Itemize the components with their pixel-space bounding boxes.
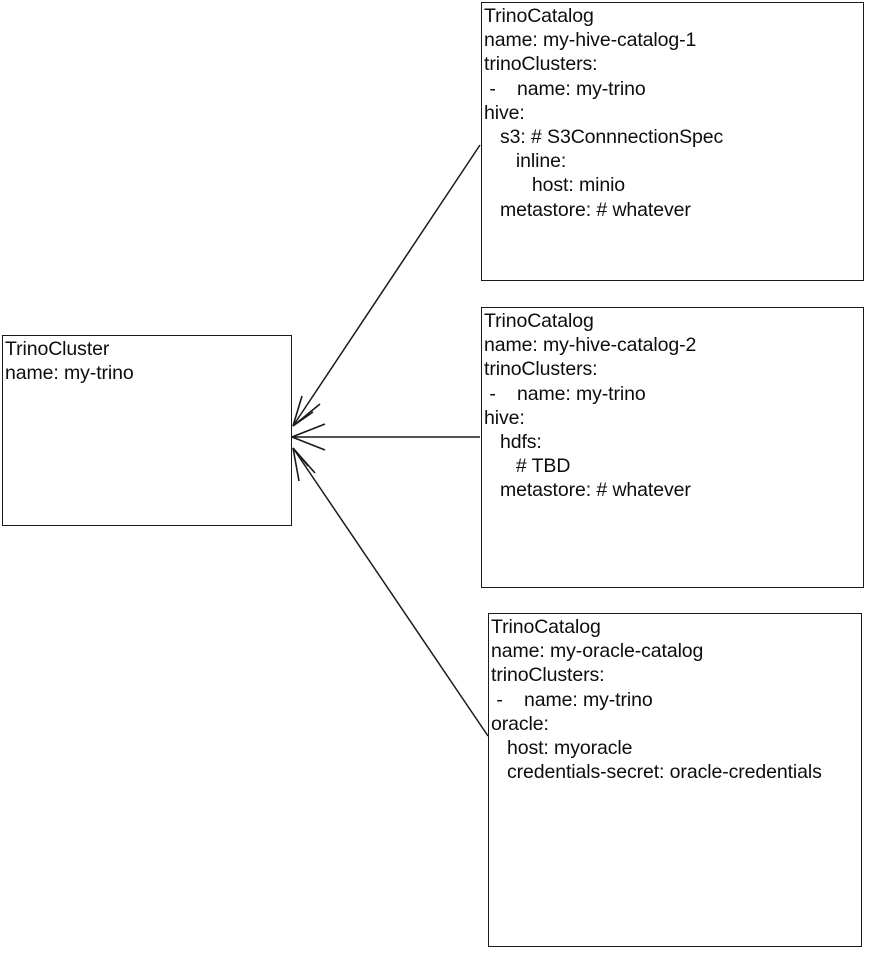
text-line-7: host: minio <box>484 174 626 197</box>
text-line-1: name: my-hive-catalog-1 <box>484 29 697 52</box>
text-line-1: name: my-hive-catalog-2 <box>484 334 697 357</box>
text-line-2: trinoClusters: <box>491 664 605 687</box>
text-line-2: trinoClusters: <box>484 358 598 381</box>
edge-catalog-hive-2-to-cluster <box>291 423 480 451</box>
text-line-0: TrinoCatalog <box>491 616 601 638</box>
text-line-6: credentials-secret: oracle-credentials <box>491 761 822 784</box>
text-line-1: name: my-trino <box>5 362 134 385</box>
text-line-4: hive: <box>484 406 525 429</box>
text-line-2: trinoClusters: <box>484 53 598 76</box>
text-line-3: - name: my-trino <box>484 382 646 405</box>
edge-catalog-hive-1-to-cluster <box>292 144 481 427</box>
text-line-0: TrinoCatalog <box>484 310 594 332</box>
text-line-5: host: myoracle <box>491 737 633 760</box>
text-line-3: - name: my-trino <box>491 688 653 711</box>
text-line-4: hive: <box>484 101 525 124</box>
edge-catalog-oracle-to-cluster <box>292 447 489 737</box>
text-line-5: s3: # S3ConnnectionSpec <box>484 126 724 149</box>
text-line-0: TrinoCluster <box>5 338 110 360</box>
text-line-3: - name: my-trino <box>484 77 646 100</box>
text-line-7: metastore: # whatever <box>484 479 691 502</box>
text-line-5: hdfs: <box>484 431 542 454</box>
text-line-1: name: my-oracle-catalog <box>491 640 704 663</box>
text-line-6: inline: <box>484 150 567 173</box>
text-line-0: TrinoCatalog <box>484 5 594 27</box>
text-line-6: # TBD <box>484 455 571 478</box>
text-line-8: metastore: # whatever <box>484 198 691 221</box>
text-line-4: oracle: <box>491 712 549 735</box>
